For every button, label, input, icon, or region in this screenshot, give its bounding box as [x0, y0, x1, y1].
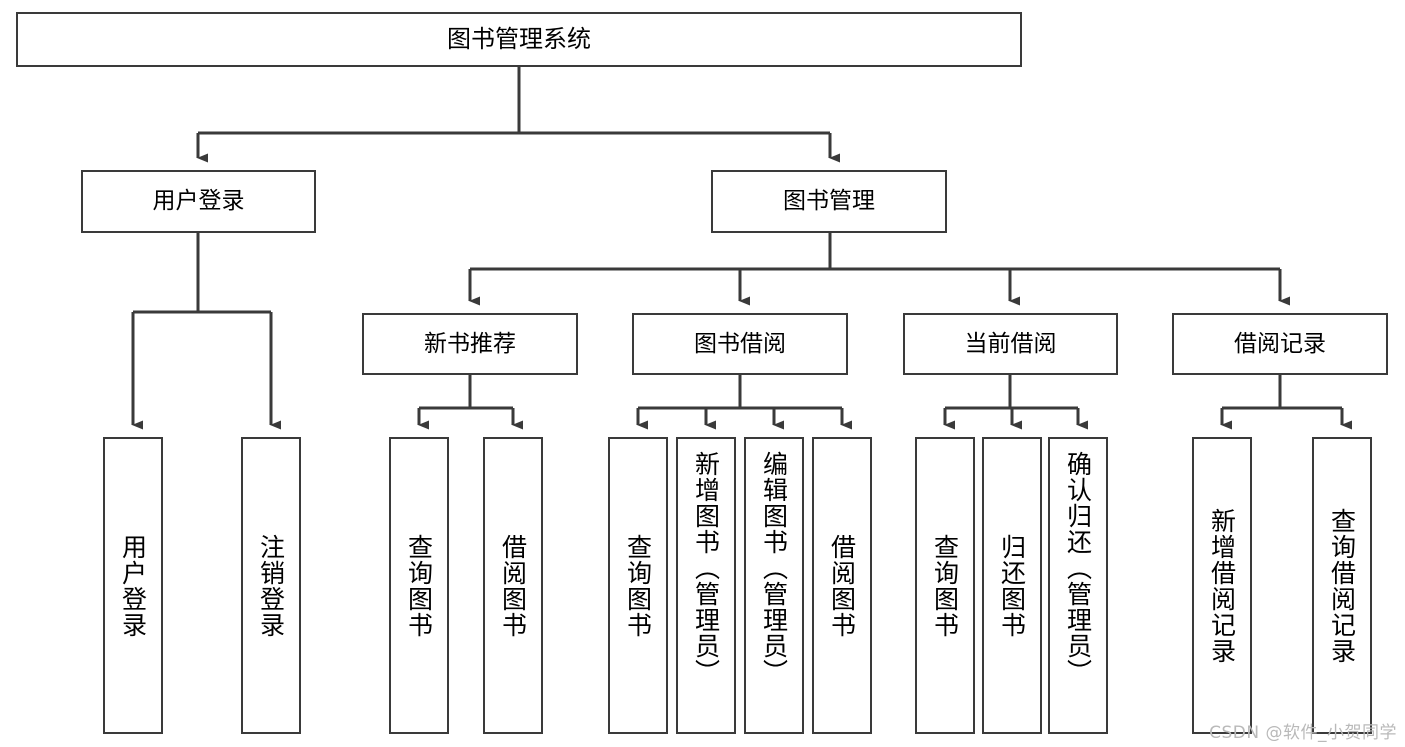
csdn-watermark: CSDN @软件_小贺同学	[1209, 723, 1397, 743]
node-label: 借阅记录	[1234, 330, 1326, 357]
leaf-user-login-signout[interactable]: 注销登录	[241, 437, 301, 734]
node-label: 新书推荐	[424, 330, 516, 357]
node-new-book-recommendation[interactable]: 新书推荐	[362, 313, 578, 375]
leaf-records-query-record[interactable]: 查询借阅记录	[1312, 437, 1372, 734]
leaf-borrow-edit-book-admin[interactable]: 编辑图书（管理员）	[744, 437, 804, 734]
node-label: 当前借阅	[964, 330, 1057, 357]
leaf-records-add-record[interactable]: 新增借阅记录	[1192, 437, 1252, 734]
node-label: 借阅图书	[827, 533, 857, 638]
node-label: 用户登录	[152, 188, 245, 215]
node-label: 查询图书	[404, 533, 434, 638]
node-label: 编辑图书（管理员）	[759, 451, 789, 685]
node-book-borrowing[interactable]: 图书借阅	[632, 313, 848, 375]
node-label: 图书借阅	[694, 330, 786, 357]
node-current-borrowing[interactable]: 当前借阅	[903, 313, 1118, 375]
node-book-management[interactable]: 图书管理	[711, 170, 947, 233]
node-label: 借阅图书	[498, 533, 528, 638]
leaf-new-book-query[interactable]: 查询图书	[389, 437, 449, 734]
node-root-system[interactable]: 图书管理系统	[16, 12, 1022, 67]
node-label: 查询借阅记录	[1327, 507, 1357, 664]
node-user-login[interactable]: 用户登录	[81, 170, 316, 233]
leaf-borrow-add-book-admin[interactable]: 新增图书（管理员）	[676, 437, 736, 734]
node-borrow-records[interactable]: 借阅记录	[1172, 313, 1388, 375]
node-label: 图书管理系统	[447, 24, 591, 53]
node-label: 用户登录	[118, 533, 148, 638]
leaf-user-login-signin[interactable]: 用户登录	[103, 437, 163, 734]
leaf-current-query-book[interactable]: 查询图书	[915, 437, 975, 734]
node-label: 查询图书	[930, 533, 960, 638]
leaf-borrow-query-book[interactable]: 查询图书	[608, 437, 668, 734]
node-label: 注销登录	[256, 533, 286, 638]
leaf-current-confirm-return-admin[interactable]: 确认归还（管理员）	[1048, 437, 1108, 734]
node-label: 确认归还（管理员）	[1063, 451, 1093, 685]
node-label: 查询图书	[623, 533, 653, 638]
node-label: 图书管理	[783, 188, 875, 215]
leaf-current-return-book[interactable]: 归还图书	[982, 437, 1042, 734]
leaf-new-book-borrow[interactable]: 借阅图书	[483, 437, 543, 734]
node-label: 归还图书	[997, 533, 1027, 638]
node-label: 新增借阅记录	[1207, 507, 1237, 664]
node-label: 新增图书（管理员）	[691, 451, 721, 685]
leaf-borrow-borrow-book[interactable]: 借阅图书	[812, 437, 872, 734]
